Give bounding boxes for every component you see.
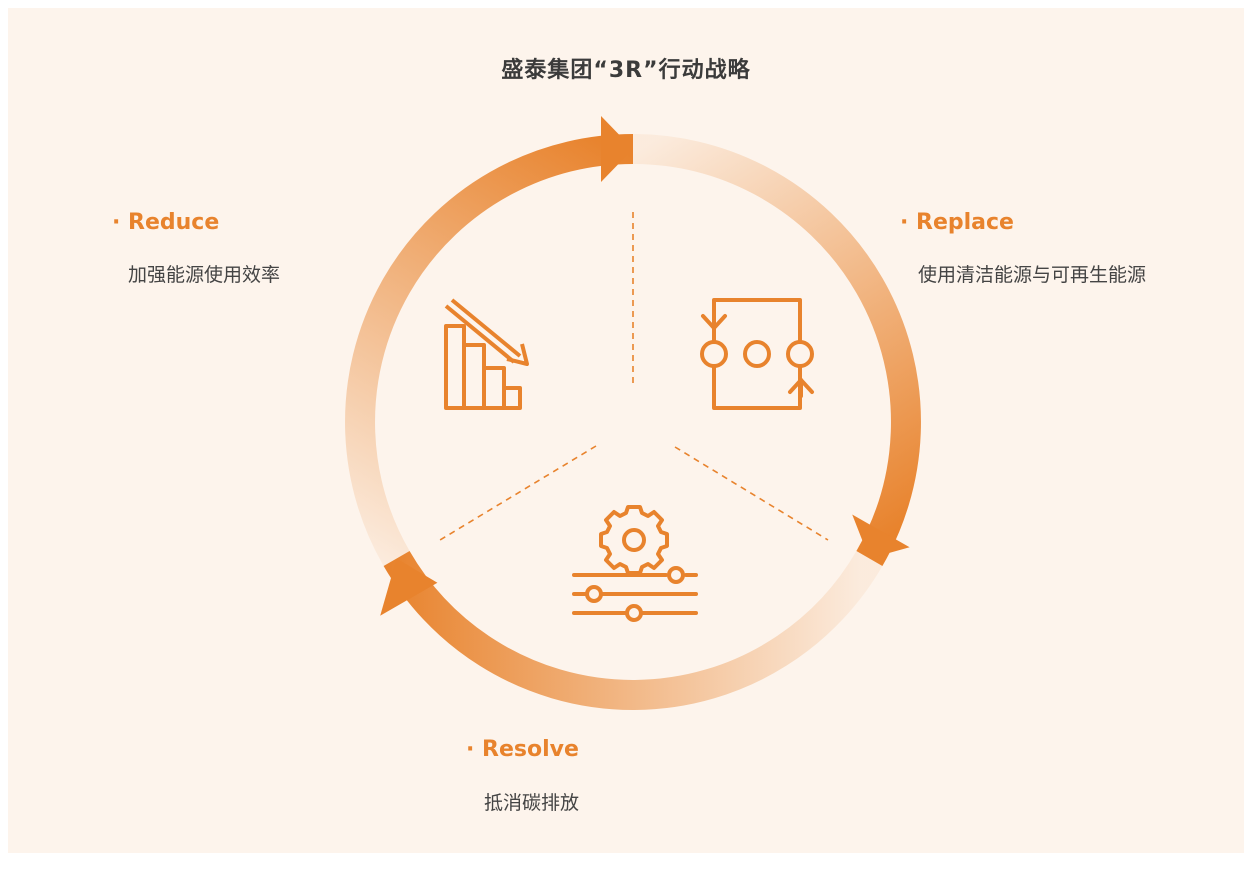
arc-replace-segment <box>632 134 921 566</box>
cycle-exchange-icon <box>700 298 814 410</box>
reduce-description: 加强能源使用效率 <box>128 264 281 286</box>
replace-description: 使用清洁能源与可再生能源 <box>918 264 1147 286</box>
page-title: 盛泰集团“3R”行动战略 <box>501 58 751 83</box>
replace-label: · Replace <box>900 210 1014 235</box>
arrowhead-top <box>601 116 633 182</box>
divider-line-left <box>439 445 597 541</box>
resolve-label: · Resolve <box>466 737 579 762</box>
arc-resolve-segment <box>383 550 883 710</box>
arrowhead-right <box>852 514 910 559</box>
divider-line-right <box>674 446 829 541</box>
declining-bar-chart-icon <box>444 298 529 410</box>
arc-reduce-segment <box>345 134 634 566</box>
gear-sliders-icon <box>572 505 698 622</box>
reduce-label: · Reduce <box>112 210 220 235</box>
resolve-description: 抵消碳排放 <box>484 792 580 814</box>
arrowhead-left <box>380 558 438 616</box>
